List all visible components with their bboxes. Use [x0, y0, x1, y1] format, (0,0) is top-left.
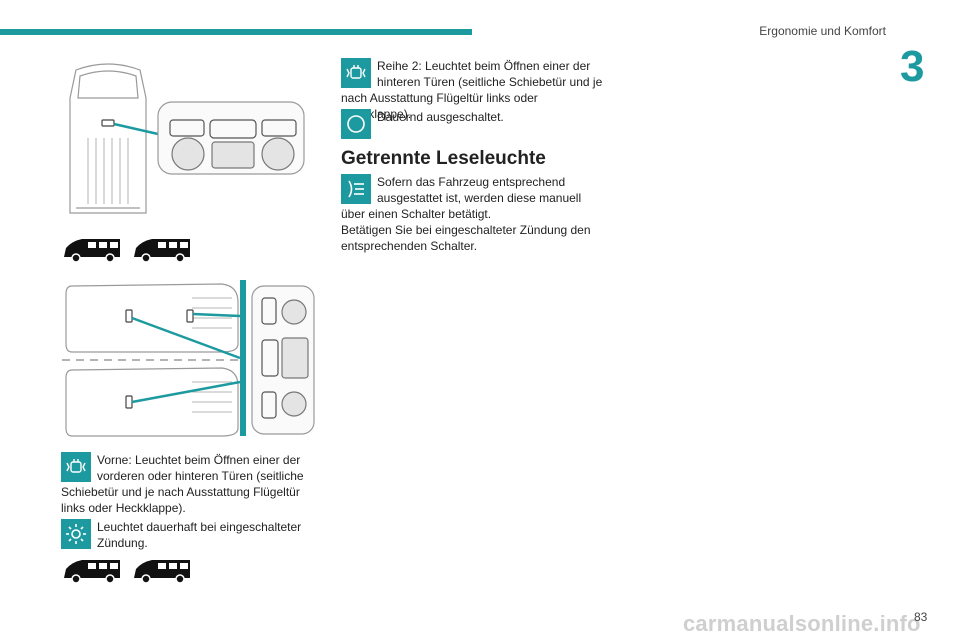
reading-lamp-icon [341, 174, 371, 204]
paragraph-ignition-light: Leuchtet dauerhaft bei eingeschalteter Z… [61, 519, 316, 551]
circle-off-icon [341, 109, 371, 139]
chapter-number: 3 [900, 42, 925, 91]
door-lamp-icon [341, 58, 371, 88]
van-silhouette-icon [64, 560, 120, 584]
sun-icon [61, 519, 91, 549]
paragraph-off: Dauernd ausgeschaltet. [341, 109, 603, 141]
chapter-accent-bar [0, 29, 472, 35]
van-silhouette-icon [134, 560, 190, 584]
paragraph-row2-light: Reihe 2: Leuchtet beim Öffnen einer der … [341, 58, 603, 121]
door-lamp-icon [61, 452, 91, 482]
roof-console-figure-2 [62, 280, 315, 437]
watermark: carmanualsonline.info [683, 611, 921, 636]
chapter-title: Ergonomie und Komfort [759, 24, 886, 38]
paragraph-separate-reading-light: Sofern das Fahrzeug entsprechend ausgest… [341, 174, 603, 254]
van-silhouette-icon [64, 239, 120, 263]
section-heading: Getrennte Leseleuchte [341, 148, 546, 169]
roof-console-figure-1 [69, 63, 305, 214]
page-number: 83 [914, 610, 928, 624]
paragraph-front-light: Vorne: Leuchtet beim Öffnen einer der vo… [61, 452, 304, 515]
paragraph-separate-instruction: Betätigen Sie bei eingeschalteter Zündun… [341, 223, 591, 253]
van-silhouette-icon [134, 239, 190, 263]
